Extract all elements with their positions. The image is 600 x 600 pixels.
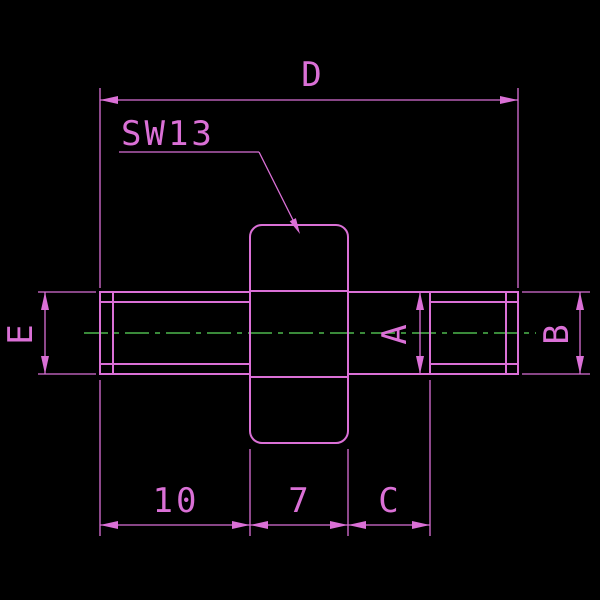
dim-label-7: 7: [288, 481, 311, 521]
dim-label-b: B: [537, 321, 577, 344]
callout-label-sw13: SW13: [121, 114, 215, 154]
callout-arrow: [289, 218, 300, 234]
dim-label-e: E: [1, 321, 41, 344]
arrowhead-layer: [41, 96, 584, 529]
dim-chain-arrow-4: [412, 521, 430, 529]
dim-a-arrow-top: [416, 292, 424, 310]
dim-e-arrow-top: [41, 292, 49, 310]
part-outline-layer: [99, 224, 519, 444]
dim-b-arrow-top: [576, 292, 584, 310]
dim-a-arrow-bottom: [416, 356, 424, 374]
dim-label-d: D: [301, 55, 324, 95]
dimension-text-layer: D SW13 E A B 10 7 C: [1, 55, 577, 521]
dim-chain-arrow-3a: [330, 521, 348, 529]
dim-label-c: C: [378, 481, 401, 521]
right-thread-outline: [429, 291, 519, 375]
dim-d-arrow-right: [500, 96, 518, 104]
dim-chain-arrow-2b: [250, 521, 268, 529]
callout-leader-line: [258, 151, 299, 231]
dim-label-a: A: [375, 321, 415, 344]
dim-d-arrow-left: [100, 96, 118, 104]
dim-chain-arrow-2a: [232, 521, 250, 529]
dim-label-10: 10: [153, 481, 200, 521]
dim-b-arrow-bottom: [576, 356, 584, 374]
dim-chain-arrow-1: [100, 521, 118, 529]
dim-chain-arrow-3b: [348, 521, 366, 529]
dim-e-arrow-bottom: [41, 356, 49, 374]
